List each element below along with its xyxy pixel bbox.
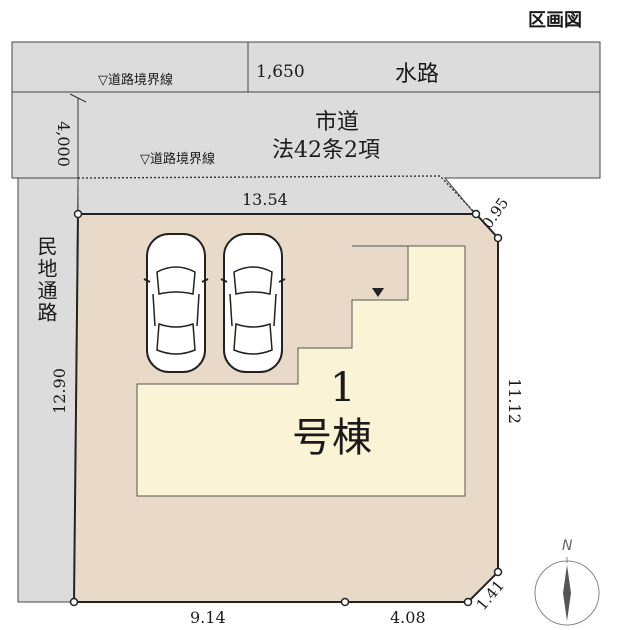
building-number: 1 xyxy=(330,365,356,411)
dim-bottom-left: 9.14 xyxy=(190,608,226,627)
entrance-arrow xyxy=(372,288,384,297)
page-title: 区画図 xyxy=(528,10,582,31)
dim-top-edge: 13.54 xyxy=(242,190,288,209)
dim-bottom-right: 4.08 xyxy=(390,608,426,627)
building-label: 号棟 xyxy=(292,415,372,461)
entrance-notch xyxy=(352,245,409,300)
road-boundary-label-top: ▽道路境界線 xyxy=(98,73,173,88)
dim-right-edge: 11.12 xyxy=(505,378,524,424)
private-passage-label: 民地通路 xyxy=(34,236,58,324)
dim-left-edge: 12.90 xyxy=(50,368,69,414)
road-boundary-label-lower: ▽道路境界線 xyxy=(140,152,215,167)
compass-icon xyxy=(534,557,600,626)
waterway-width: 1,650 xyxy=(256,62,305,82)
tick xyxy=(69,93,87,103)
waterway-label: 水路 xyxy=(395,62,440,87)
car-icon-1 xyxy=(143,233,209,373)
car-icon-2 xyxy=(220,233,286,373)
city-road-label: 市道 xyxy=(315,110,360,135)
road-width-value: 4,000 xyxy=(54,121,73,167)
corner-points xyxy=(69,209,503,607)
road-boundary-line xyxy=(77,175,477,215)
road-law-label: 法42条2項 xyxy=(272,138,380,163)
compass-north-label: N xyxy=(562,538,573,554)
